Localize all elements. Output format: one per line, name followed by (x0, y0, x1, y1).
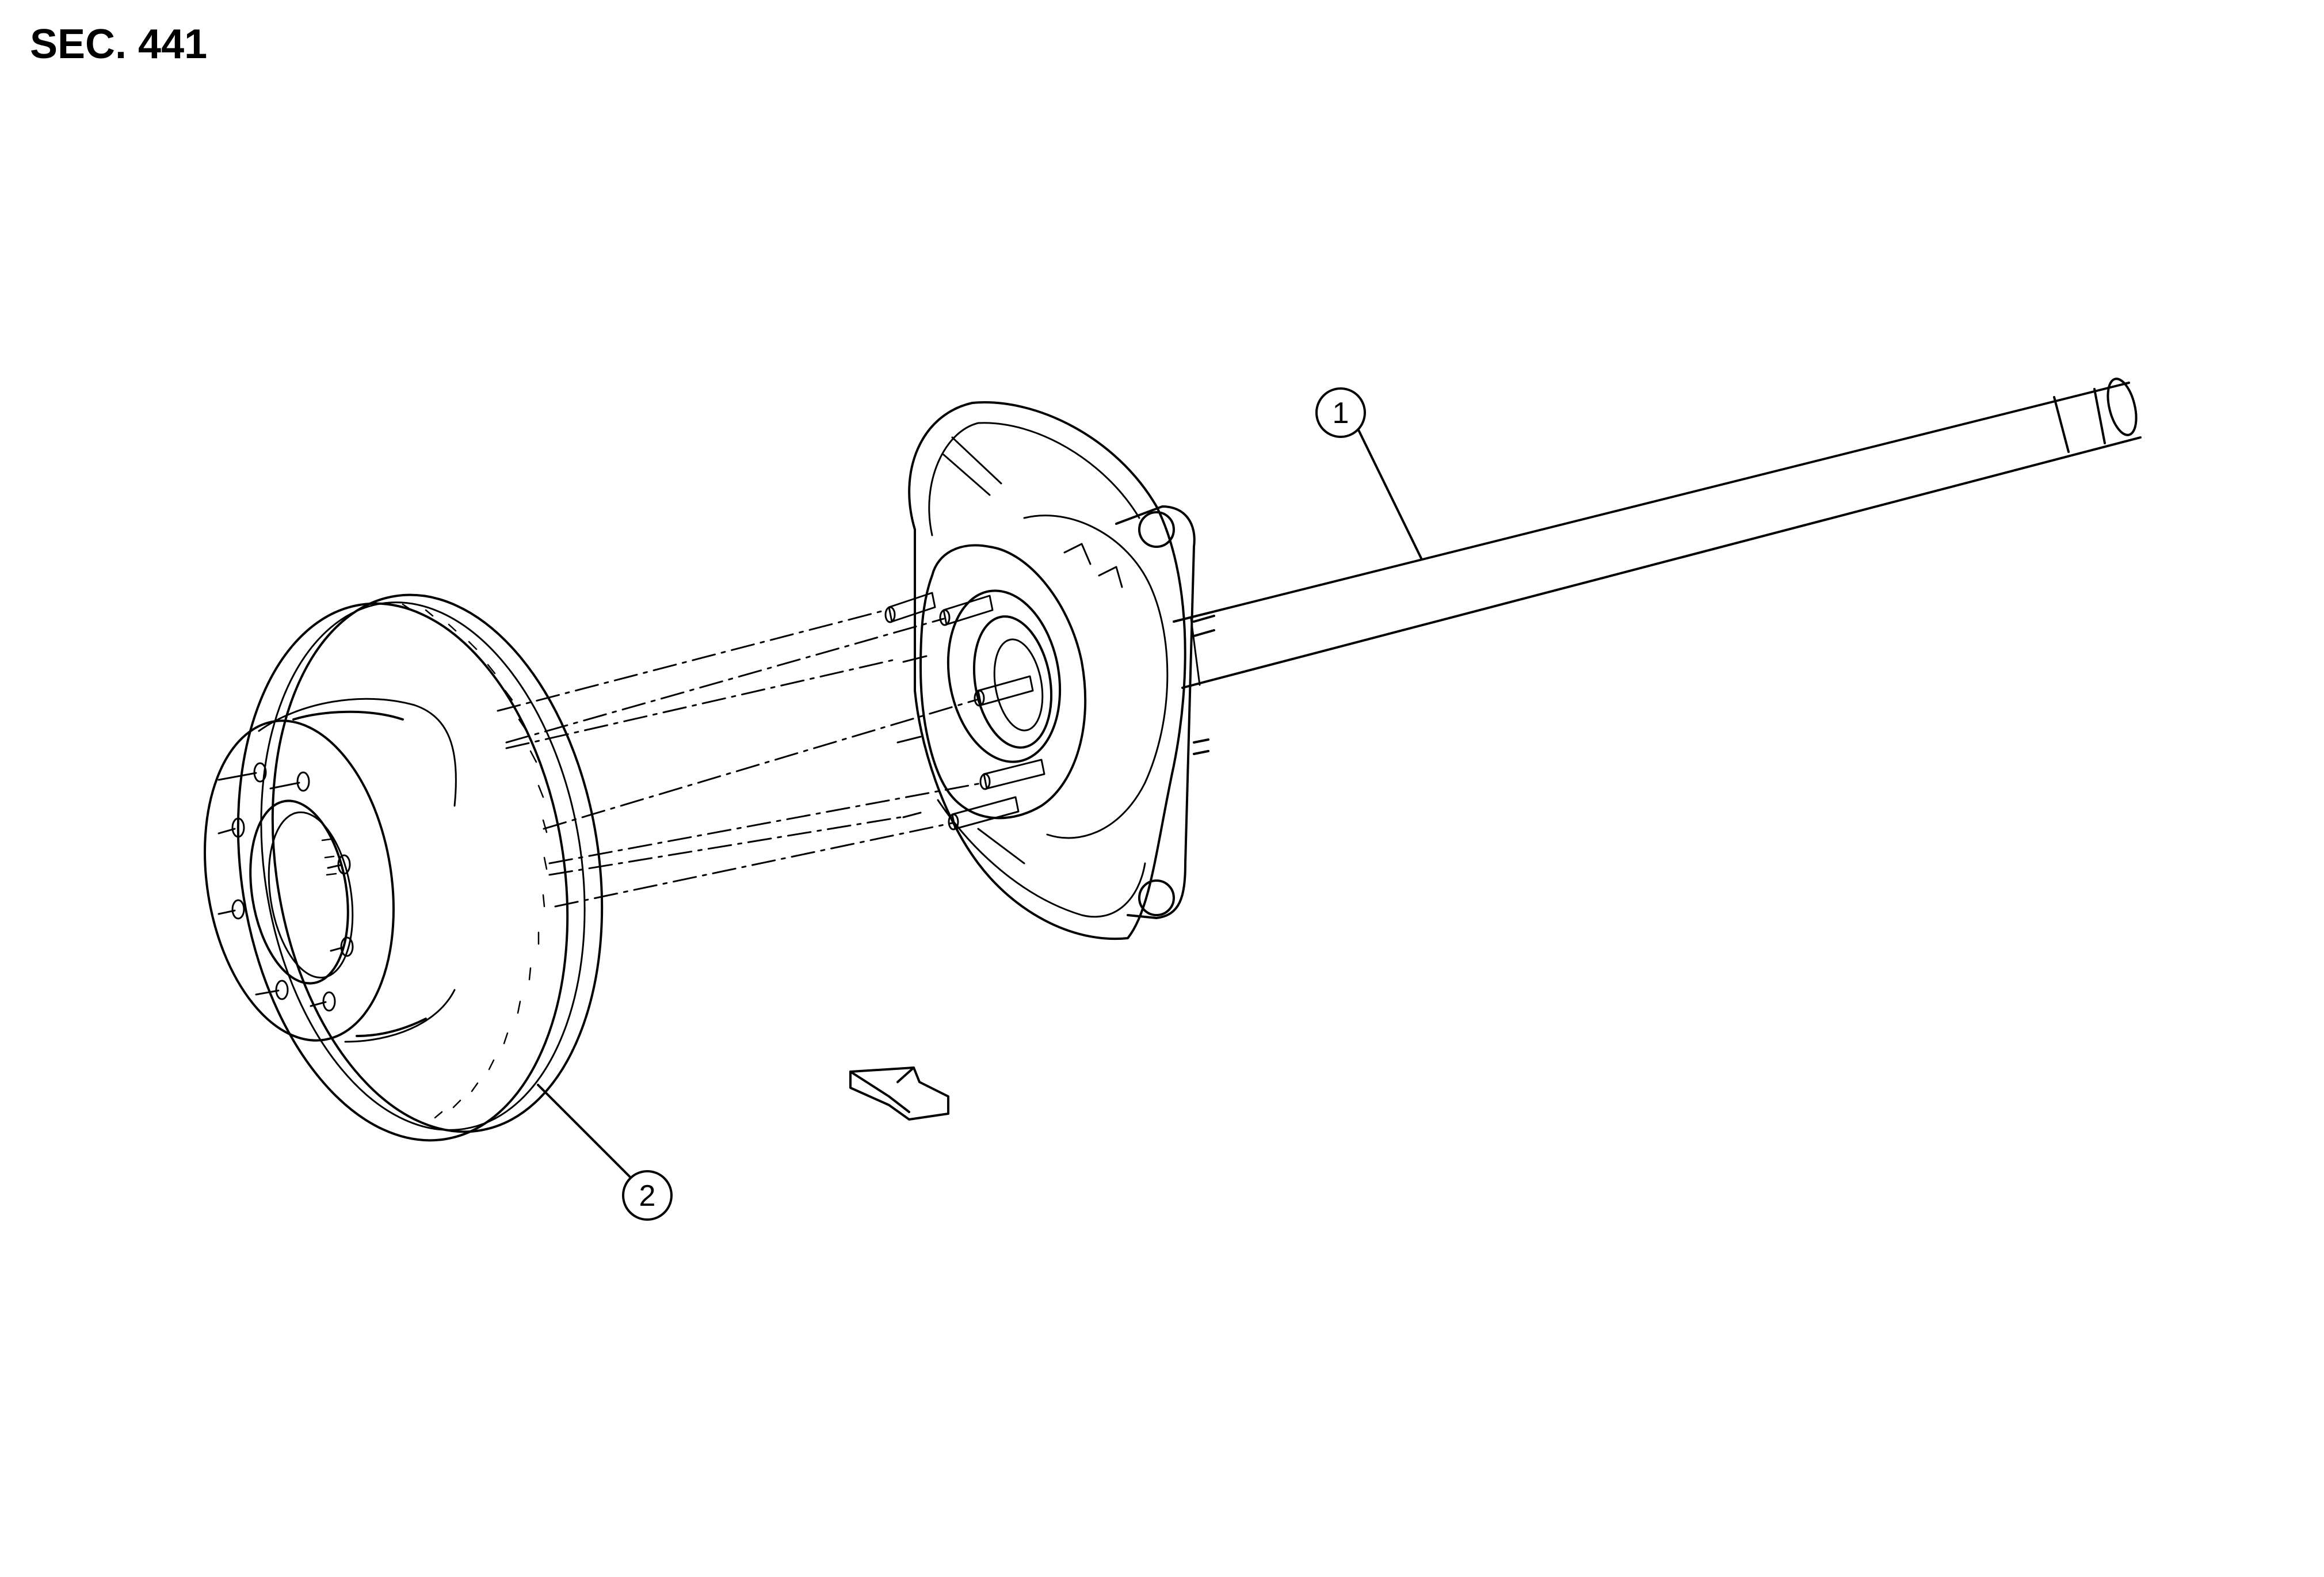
axle-shaft (1173, 378, 2142, 689)
direction-arrow-icon (849, 1066, 949, 1121)
axle-carrier (1115, 505, 1215, 919)
section-title: SEC. 441 (30, 21, 208, 67)
callout-2: 2 (537, 1084, 673, 1221)
hub-studs (884, 592, 1045, 831)
brake-disc-rotor (204, 593, 604, 1142)
alignment-lines (497, 609, 985, 908)
rotor-stud-holes (217, 762, 354, 1012)
callout-1-label: 1 (1333, 397, 1349, 430)
backing-plate (908, 401, 1186, 940)
callout-2-label: 2 (639, 1179, 656, 1213)
wheel-hub (884, 515, 1169, 839)
callout-1: 1 (1315, 387, 1422, 559)
